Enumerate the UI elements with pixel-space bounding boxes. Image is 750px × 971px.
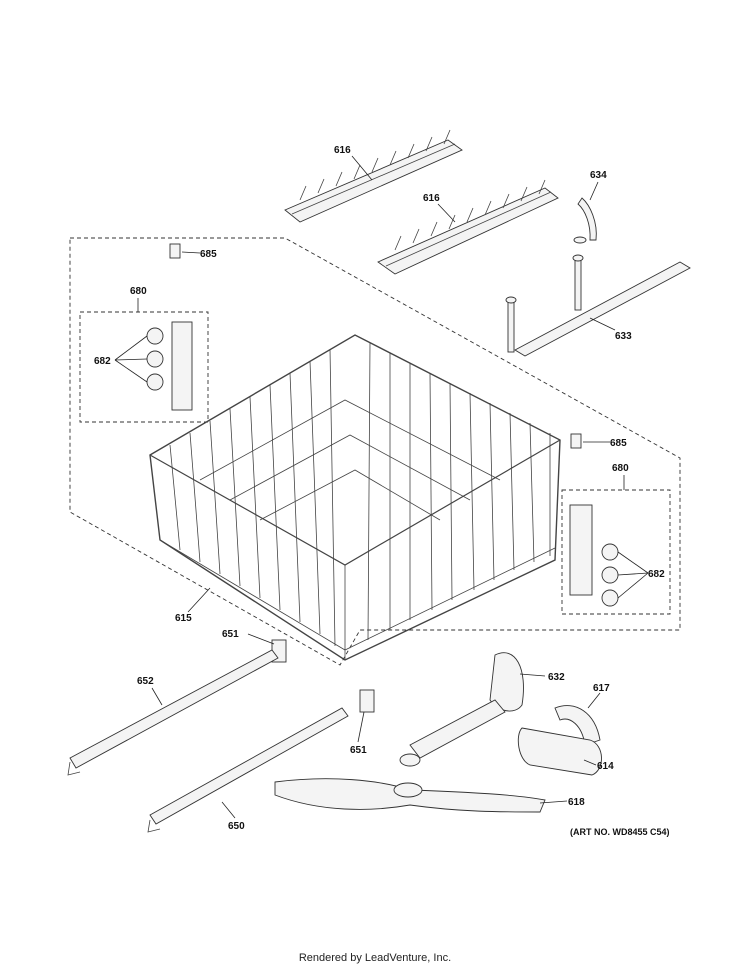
roller-wheel-6[interactable] [601,589,619,607]
rack-rail-upper[interactable] [67,649,279,776]
roller-wheel-3[interactable] [146,373,164,391]
right-roller-group-boundary [561,489,671,615]
left-roller-group-boundary [79,311,209,423]
tine-row-lower[interactable] [377,179,559,275]
label-618: 618 [568,797,585,808]
lower-spray-arm[interactable] [274,778,546,813]
label-616-upper: 616 [334,145,351,156]
label-685-lower: 685 [610,438,627,449]
label-651-lower: 651 [350,745,367,756]
label-633: 633 [615,331,632,342]
rack-group-boundary [69,237,681,666]
label-680-left: 680 [130,286,147,297]
leader-lines [114,155,649,819]
clip-upper[interactable] [169,243,181,259]
water-tube[interactable] [573,197,597,244]
rack-rail-lower[interactable] [147,707,349,833]
art-number: (ART NO. WD8455 C54) [570,827,670,837]
label-617: 617 [593,683,610,694]
roller-wheel-2[interactable] [146,350,164,368]
roller-wheel-4[interactable] [601,543,619,561]
tine-row-upper[interactable] [284,129,463,223]
label-651-upper: 651 [222,629,239,640]
roller-wheel-5[interactable] [601,566,619,584]
rail-clip-lower[interactable] [359,689,375,713]
roller-wheel-1[interactable] [146,327,164,345]
label-682-left: 682 [94,356,111,367]
conduit-cover[interactable] [517,727,602,776]
label-650: 650 [228,821,245,832]
clip-lower[interactable] [570,433,582,449]
label-615: 615 [175,613,192,624]
roller-bracket-right[interactable] [569,504,619,607]
upper-rack[interactable] [149,334,561,661]
label-685-upper: 685 [200,249,217,260]
label-652: 652 [137,676,154,687]
spray-arm-manifold[interactable] [399,652,524,767]
label-616-lower: 616 [423,193,440,204]
label-682-right: 682 [648,569,665,580]
spray-manifold[interactable] [505,254,691,357]
roller-bracket-left[interactable] [146,321,193,411]
label-632: 632 [548,672,565,683]
label-634: 634 [590,170,607,181]
label-680-right: 680 [612,463,629,474]
footer-credit: Rendered by LeadVenture, Inc. [298,952,452,964]
label-614: 614 [597,761,614,772]
